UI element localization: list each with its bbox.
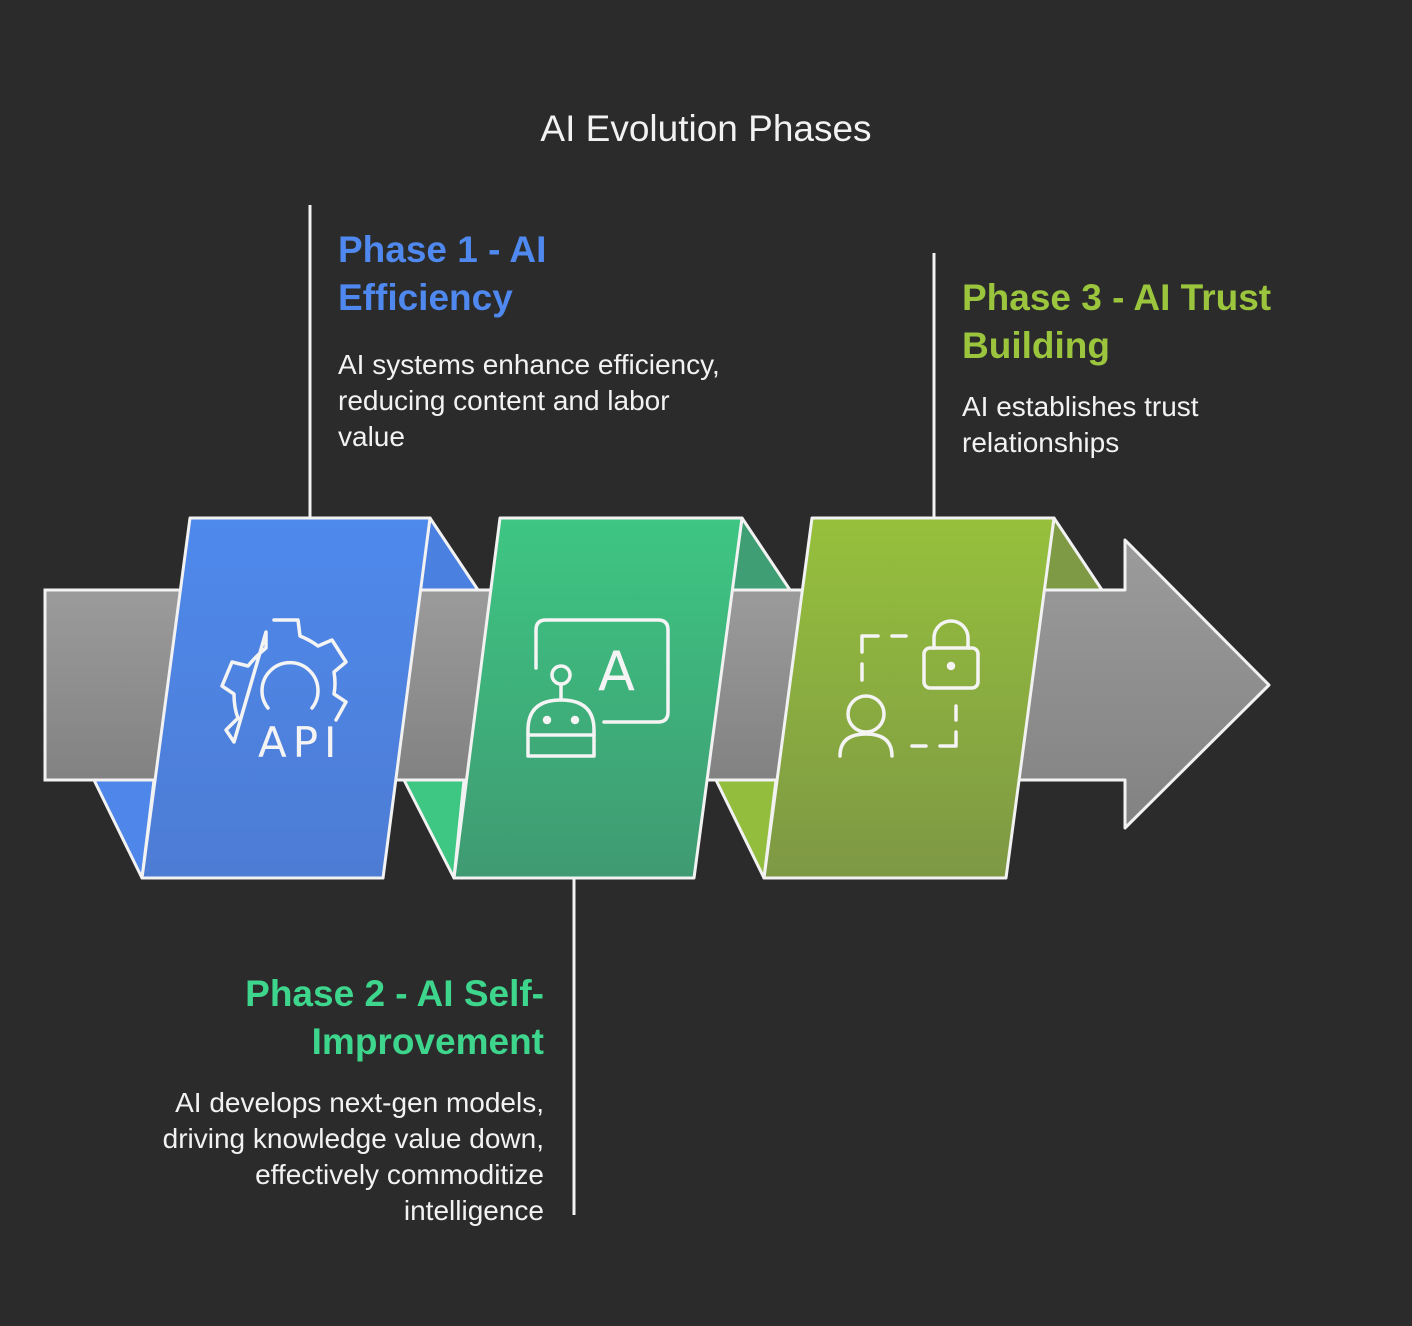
phase2-panel: [452, 516, 744, 880]
phase2-description: AI develops next-gen models, driving kno…: [162, 1087, 544, 1226]
svg-text:A: A: [598, 640, 635, 703]
robot-chat-icon: A: [526, 618, 670, 758]
phase1-heading: Phase 1 - AI Efficiency: [338, 229, 547, 318]
phase2-heading: Phase 2 - AI Self-Improvement: [245, 973, 544, 1062]
svg-text:API: API: [258, 718, 342, 767]
phase3-heading: Phase 3 - AI Trust Building: [962, 277, 1272, 366]
phase3-description: AI establishes trust relationships: [962, 391, 1199, 458]
phase1-description: AI systems enhance efficiency, reducing …: [338, 349, 720, 452]
phase3-panel: [762, 516, 1056, 880]
arrow-head: [1013, 538, 1271, 830]
api-gear-icon: API: [220, 618, 348, 767]
diagram-title: AI Evolution Phases: [540, 108, 872, 149]
phase1-panel: [140, 516, 432, 880]
user-lock-icon: [838, 619, 980, 758]
